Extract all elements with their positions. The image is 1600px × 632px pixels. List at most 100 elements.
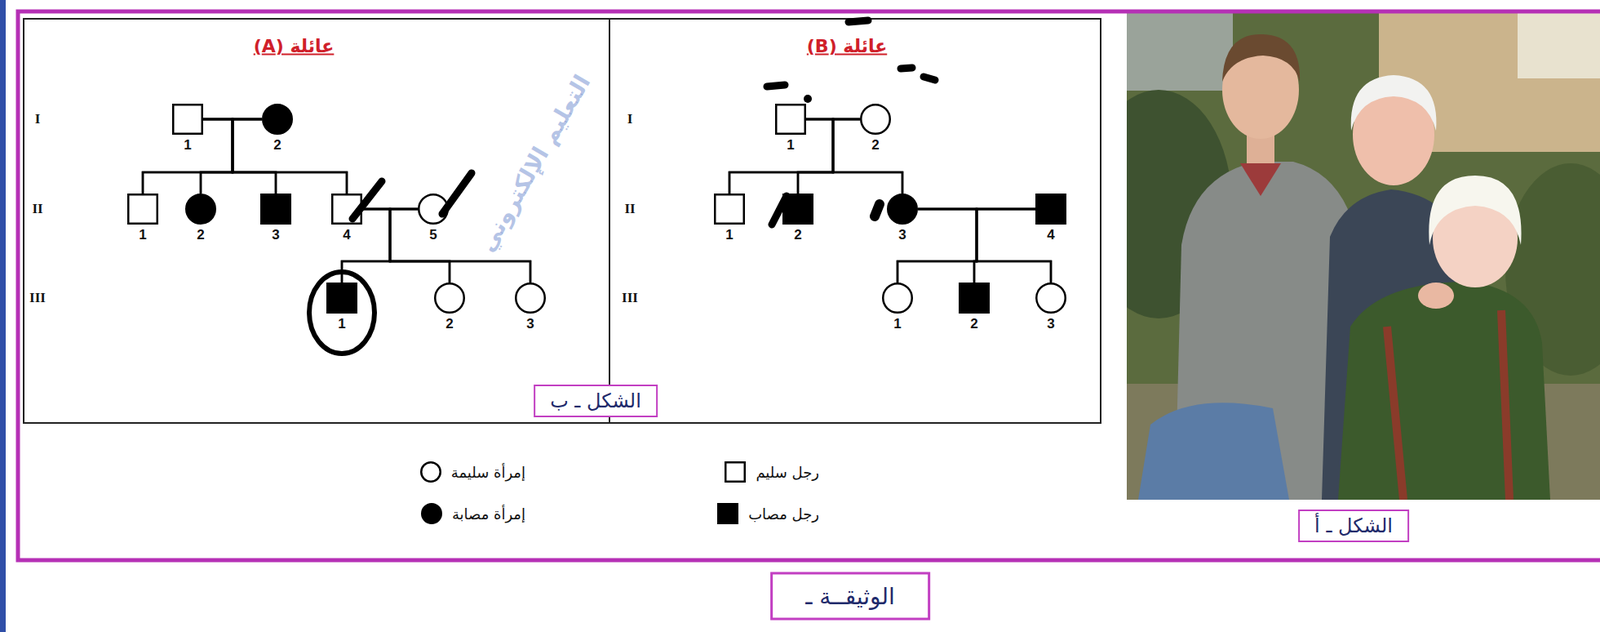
jacket-stripe [1501,310,1510,500]
marker-dot [803,94,812,103]
document-caption: الوثيقــة ـ [770,571,931,621]
female-symbol [185,193,217,225]
watermark: التعليم الإلكتروني [473,70,597,257]
female-symbol [420,460,442,483]
hand [1418,282,1454,309]
circle-shape [186,194,216,224]
family-photo [1126,13,1600,500]
man-hair [1222,34,1300,82]
pedigree-line [200,119,233,194]
male-symbol [775,103,807,135]
female-symbol [417,193,449,225]
grandfather-hair [1351,75,1437,131]
figure-label: الشكل ـ أ [1298,509,1410,542]
marker-stroke [771,195,787,225]
marker-stroke [442,172,472,214]
male-symbol [717,502,739,524]
pedigree-individual: 1 [172,103,204,135]
male-symbol [260,193,292,225]
individual-number: 1 [138,226,147,244]
pedigree-individual: 5 [417,193,449,225]
square-shape [726,461,746,482]
legend-symbol [421,502,443,524]
child-jacket [1338,281,1551,500]
marker-circle [309,271,375,354]
individual-number: 1 [893,315,901,333]
individual-number: 3 [526,315,534,333]
female-symbol [1035,282,1067,314]
circle-shape [860,104,891,134]
man-jeans [1138,402,1290,500]
legend-text: إمرأة مصابة [452,505,526,523]
individual-number: 5 [429,226,437,244]
individual-number: 3 [271,226,280,244]
family-title: عائلة (A) [253,35,335,57]
circle-shape [882,283,913,313]
individual-number: 4 [342,226,351,244]
photo-background [1126,13,1233,91]
pedigree-individual: 2 [782,193,814,225]
legend-symbol [724,460,746,483]
pedigree-individual: 4 [331,193,363,225]
circle-shape [434,283,465,313]
pedigree-line [806,119,903,194]
pedigree-line [203,119,276,194]
square-shape [261,194,291,224]
figure-label: الشكل ـ ب [533,384,658,417]
individual-number: 2 [273,137,281,154]
male-symbol [127,193,159,225]
square-shape [172,104,203,134]
square-shape [128,194,158,224]
man-collar [1240,163,1281,196]
square-shape [332,194,362,224]
circle-shape [1036,283,1066,313]
child-hair [1428,175,1521,245]
square-shape [718,503,738,523]
male-symbol [782,193,814,225]
family-title: عائلة (B) [806,35,887,57]
pedigree-individual: 3 [886,193,918,225]
circle-shape [418,194,448,224]
legend-symbol [717,502,739,524]
individual-number: 2 [445,315,453,333]
circle-shape [421,461,441,482]
circle-shape [887,194,918,224]
female-symbol [886,193,918,225]
pedigree-individual: 2 [859,103,891,135]
legend-text: إمرأة سليمة [451,463,526,481]
pedigree-individual: 3 [514,282,546,314]
female-symbol [421,502,443,524]
legend-symbol [420,460,442,483]
individual-number: 1 [337,315,346,333]
marker-stroke [766,84,785,87]
square-shape [327,283,357,313]
pedigree-individual: 1 [326,282,358,314]
legend-item: رجل مصاب [717,502,820,524]
female-symbol [261,103,293,135]
female-symbol [434,282,466,314]
individual-number: 2 [871,137,879,154]
marker-stroke [874,203,880,217]
pedigree-individual: 3 [1035,282,1067,314]
marker-stroke [923,76,936,80]
circle-shape [515,283,546,313]
individual-number: 1 [183,137,191,154]
pedigree-individual: 2 [958,282,990,314]
individual-number: 2 [970,315,978,333]
pedigree-line [917,208,1051,283]
marker-stroke [848,20,869,23]
pedigree-individual: 1 [127,193,159,225]
individual-number: 1 [725,226,733,244]
pedigree-line [797,119,860,194]
male-symbol [326,282,358,314]
legend-text: رجل مصاب [748,505,820,523]
pedigree-line [232,119,347,194]
female-symbol [859,103,891,135]
pedigree-individual: 2 [185,193,217,225]
square-shape [783,194,813,224]
female-symbol [514,282,546,314]
individual-number: 3 [1046,315,1055,333]
generation-numeral: III [621,289,639,306]
